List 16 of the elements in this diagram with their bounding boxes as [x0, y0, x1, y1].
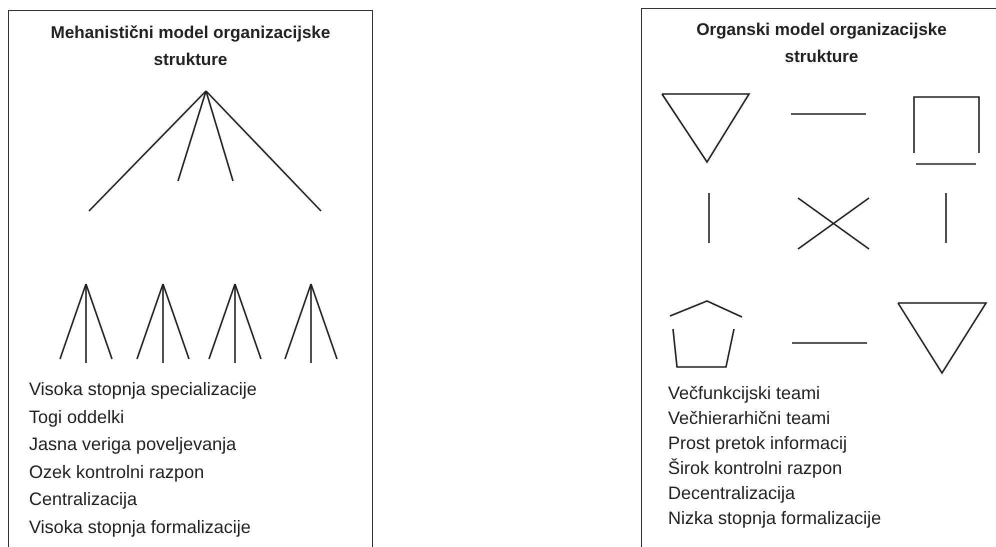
characteristic-text: Decentralizacija: [668, 482, 796, 505]
characteristic-text: Togi oddelki: [29, 406, 126, 429]
characteristic-text: Večfunkcijski teami: [668, 382, 822, 405]
characteristic-text: Visoka stopnja formalizacije: [29, 516, 252, 539]
characteristic-text: Visoka stopnja specializacije: [29, 378, 257, 401]
characteristic-text: Ozek kontrolni razpon: [29, 460, 206, 484]
characteristic-text: Večhierarhični teami: [668, 407, 832, 430]
characteristic-text: Nizka stopnja formalizacije: [668, 507, 882, 530]
panel-title: Organski model organizacijske strukture: [695, 19, 948, 68]
panel-title: Mehanistični model organizacijske strukture: [50, 22, 332, 71]
model-panel: [641, 8, 996, 547]
model-panel: [8, 10, 373, 547]
characteristic-text: Prost pretok informacij: [668, 432, 848, 455]
characteristic-text: Jasna veriga poveljevanja: [29, 433, 238, 456]
characteristic-text: Širok kontrolni razpon: [668, 457, 844, 480]
characteristic-text: Centralizacija: [29, 488, 138, 511]
